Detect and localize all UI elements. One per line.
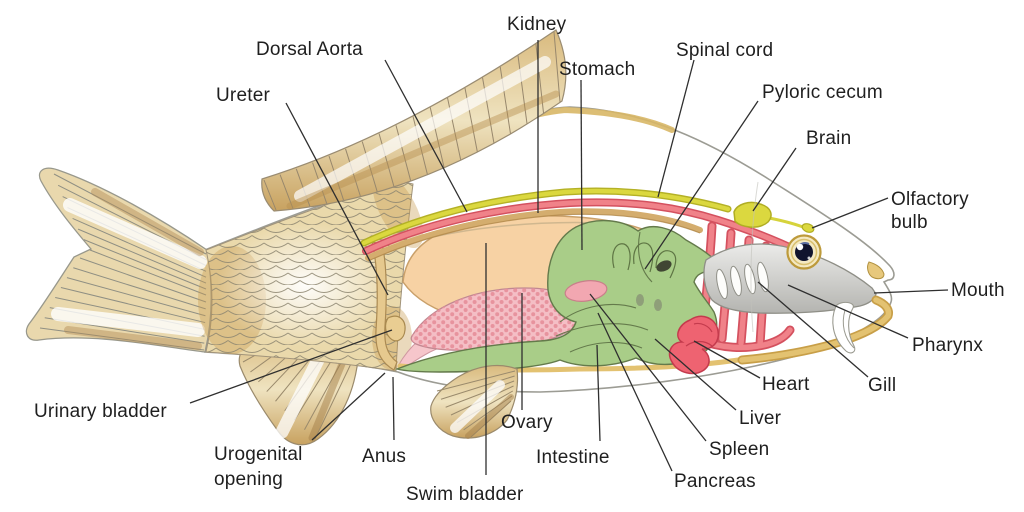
leader-spleen <box>589 293 707 442</box>
leader-liver <box>654 338 737 411</box>
fin-ray <box>440 375 515 400</box>
label-urogenital-line1: Urogenital <box>214 444 303 465</box>
label-urogenital-line2: opening <box>214 469 283 490</box>
label-anus: Anus <box>362 446 406 467</box>
leader-anus <box>392 376 395 441</box>
label-stomach: Stomach <box>559 59 635 80</box>
fin-ray <box>279 174 294 209</box>
leader-pyloric-cecum <box>644 100 759 270</box>
leader-spinal-cord <box>657 59 695 198</box>
fin-ray <box>361 141 378 192</box>
leader-mouth <box>873 289 949 294</box>
jaw-band <box>737 295 893 365</box>
label-intestine: Intestine <box>536 447 610 468</box>
operculum-line <box>750 181 759 333</box>
label-olfactory-bulb-line2: bulb <box>891 212 928 233</box>
gill-slits <box>716 261 769 300</box>
spinal-cord-organ <box>360 187 732 247</box>
olfactory-bulb-organ <box>801 223 815 233</box>
fin-ray <box>53 173 207 255</box>
leader-dorsal-aorta <box>384 59 468 213</box>
fin-ray <box>436 370 516 392</box>
label-spinal-cord: Spinal cord <box>676 40 773 61</box>
fin-ray <box>378 133 395 187</box>
leader-urinary-bladder <box>189 329 393 404</box>
label-dorsal-aorta: Dorsal Aorta <box>256 39 363 60</box>
eye <box>786 234 822 270</box>
pelvic-fin <box>430 364 519 439</box>
label-brain: Brain <box>806 128 851 149</box>
leader-heart <box>693 340 761 379</box>
fin-ray <box>499 66 511 134</box>
leader-brain <box>752 147 797 212</box>
labels: Kidney Dorsal Aorta Ureter Stomach Spina… <box>34 14 1005 505</box>
dorsal-fin-rays <box>263 31 561 211</box>
dorsal-fin <box>261 29 567 212</box>
leader-lines <box>189 40 949 475</box>
esophagus-shadow <box>656 260 672 272</box>
label-heart: Heart <box>762 374 810 395</box>
fin-ray <box>89 249 207 296</box>
label-gill: Gill <box>868 375 896 396</box>
leader-pancreas <box>597 312 673 472</box>
label-ureter: Ureter <box>216 85 270 106</box>
label-olfactory-bulb-line1: Olfactory <box>891 189 969 210</box>
tail-fin-rays-lower <box>39 257 207 351</box>
label-pyloric-cecum: Pyloric cecum <box>762 82 883 103</box>
spleen-organ <box>564 280 608 302</box>
body-wall <box>371 241 398 371</box>
leader-urogenital <box>311 372 386 441</box>
intestine-loops <box>555 231 653 353</box>
label-liver: Liver <box>739 408 782 429</box>
pectoral-fin <box>832 301 856 354</box>
leader-stomach <box>580 79 583 251</box>
heart-organ <box>668 315 720 375</box>
fin-ray <box>60 287 206 324</box>
leader-olfactory-bulb <box>811 197 889 229</box>
pyloric-ceca-organ <box>612 242 677 279</box>
fin-ray <box>395 125 412 181</box>
fin-ray <box>263 179 277 211</box>
label-kidney: Kidney <box>507 14 567 35</box>
leader-gill <box>757 281 869 378</box>
fin-ray <box>535 43 545 114</box>
fin-ray <box>517 55 528 124</box>
fin-ray <box>73 267 206 310</box>
leader-ureter <box>285 102 389 296</box>
fin-ray <box>66 277 206 317</box>
brain-organ <box>733 201 772 228</box>
tail-fin <box>25 167 212 353</box>
label-swim-bladder: Swim bladder <box>406 484 524 505</box>
label-urinary-bladder: Urinary bladder <box>34 401 167 422</box>
fin-ray <box>79 257 207 303</box>
label-mouth: Mouth <box>951 280 1005 301</box>
fin-ray <box>77 228 207 284</box>
label-spleen: Spleen <box>709 439 769 460</box>
ovary-organ <box>410 287 585 351</box>
leader-pharynx <box>787 284 909 339</box>
fin-ray <box>83 239 207 290</box>
fin-ray <box>72 217 207 278</box>
label-pharynx: Pharynx <box>912 335 983 356</box>
urinary-bladder-organ <box>384 315 406 342</box>
leader-intestine <box>596 344 601 442</box>
kidney-organ <box>365 208 703 262</box>
upper-lip <box>867 261 885 280</box>
dorsal-aorta-organ <box>362 198 804 256</box>
fin-ray <box>553 31 561 103</box>
label-ovary: Ovary <box>501 412 553 433</box>
label-pancreas: Pancreas <box>674 471 756 492</box>
fin-ray <box>39 327 205 351</box>
